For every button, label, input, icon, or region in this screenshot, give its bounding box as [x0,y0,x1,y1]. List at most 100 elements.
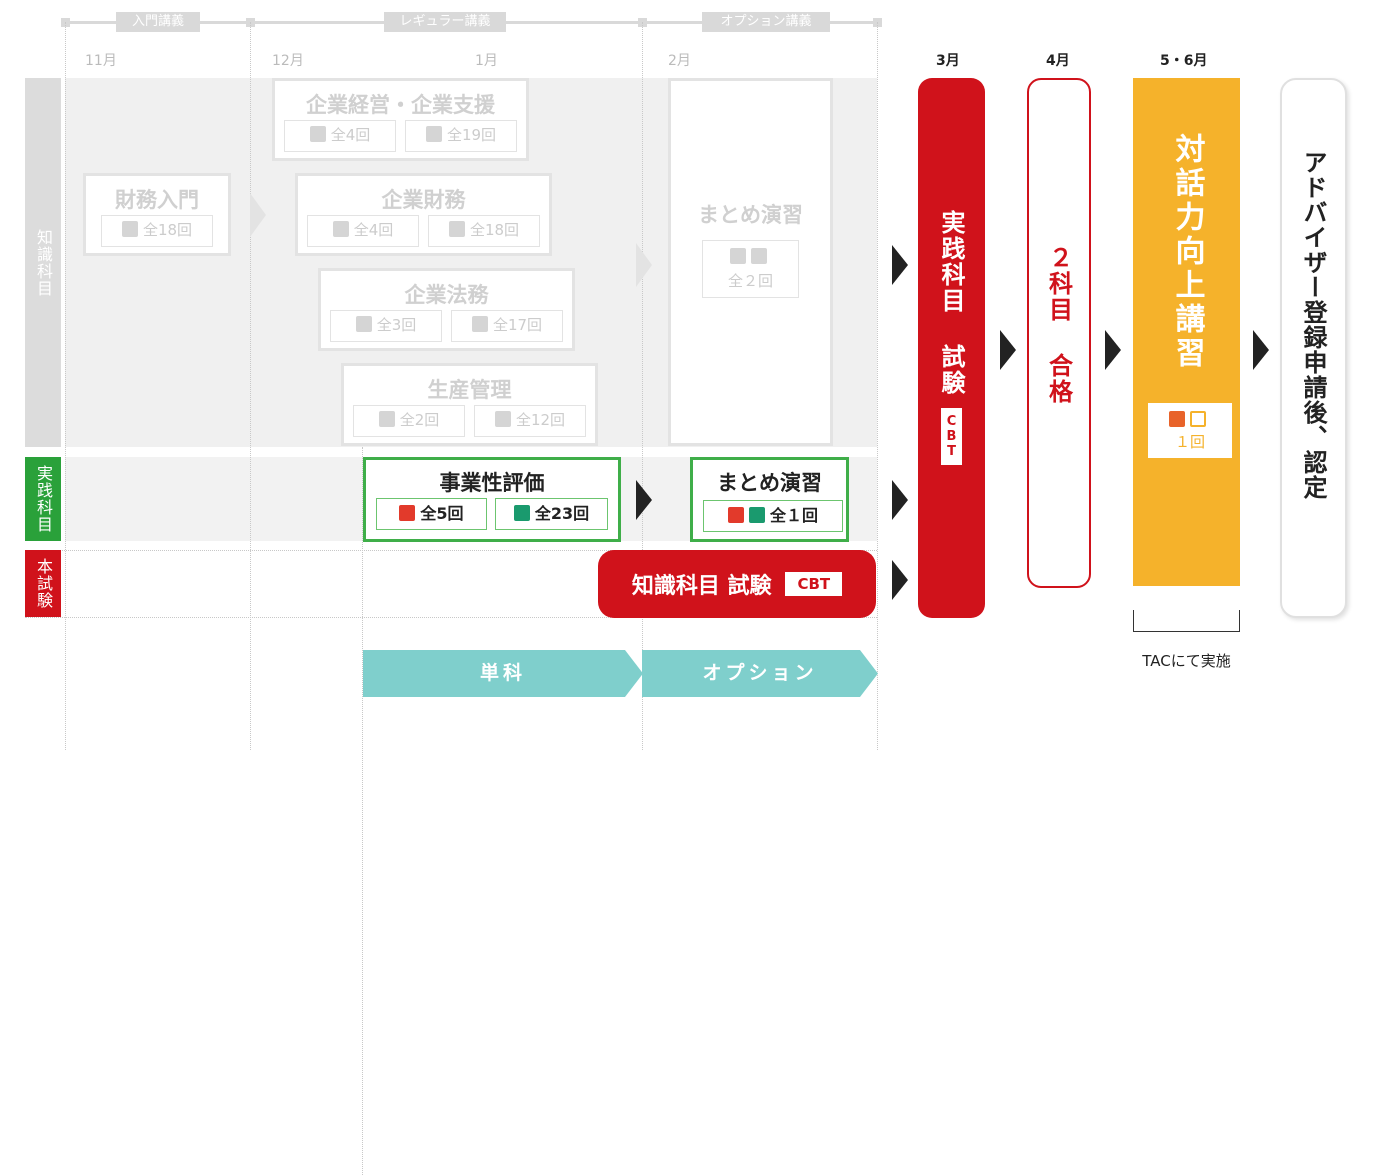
session-text: 全2回 [399,411,440,429]
session-count: 全18回 [101,215,213,247]
workshop-icon [1169,411,1185,427]
exam-title: 知識科目 試験 [631,574,772,599]
session-text: １回 [1174,433,1205,451]
practice-exam: 実践科目 試験 CBT [918,78,985,618]
month-label: 11月 [85,53,117,69]
session-text: 全12回 [515,411,566,429]
session-text: 全3回 [376,316,417,334]
course-title: 企業財務 [381,188,466,212]
row-label-practice: 実践科目 [25,457,61,541]
session-count: 全12回 [474,405,586,437]
phase-option: オプション講義 [702,12,830,32]
arrow-right-icon [250,193,266,237]
arrow-right-icon [892,245,908,285]
session-count: 全２回 [702,240,799,298]
single-subject-arrow: 単科 [363,650,643,697]
grid-line [877,22,878,750]
textbook-icon [448,221,465,237]
session-text: 全4回 [353,221,394,239]
lecture-icon [332,221,349,237]
tac-bracket [1133,610,1240,632]
grid-line [642,22,643,750]
month-label: 5・6月 [1160,53,1208,69]
course-title: 企業法務 [404,283,489,307]
arrow-right-icon [1000,330,1016,370]
option-arrow: オプション [642,650,878,697]
textbook-icon [425,126,442,142]
month-label: 3月 [936,53,960,69]
session-text: 全23回 [534,504,590,523]
textbook-icon [513,505,530,521]
course-title: 対話力向上講習 [1169,133,1205,371]
course-title: 企業経営・企業支援 [306,93,495,117]
session-count: 全3回 [330,310,442,342]
course-jigyosei-hyoka: 事業性評価 [363,457,621,542]
lecture-icon [378,411,395,427]
advisor-text: アドバイザー登録申請後、認定 [1299,150,1327,500]
lecture-icon [309,126,326,142]
course-title: 事業性評価 [439,471,545,495]
session-text: 全１回 [769,506,818,525]
month-label: 4月 [1046,53,1070,69]
session-count: 全4回 [307,215,419,247]
phase-regular: レギュラー講義 [384,12,506,32]
session-text: 全4回 [330,126,371,144]
session-text: 全5回 [420,504,464,523]
lecture-icon [729,248,746,264]
grid-line [250,22,251,750]
month-label: 1月 [475,53,498,69]
session-count: １回 [1148,403,1232,458]
session-count: 全4回 [284,120,396,152]
pass-text: ２科目 合格 [1044,245,1073,405]
textbook-icon [750,248,767,264]
session-text: 全18回 [142,221,193,239]
arrow-right-icon [1105,330,1121,370]
divider [25,617,877,618]
advisor-certification: アドバイザー登録申請後、認定 [1280,78,1347,618]
session-count: 全１回 [703,500,843,532]
textbook-icon [471,316,488,332]
lecture-icon [727,507,744,523]
lecture-icon [399,505,416,521]
month-label: 2月 [668,53,691,69]
course-title: まとめ演習 [698,203,803,227]
course-seisan-kanri: 生産管理 [341,363,598,446]
phase-intro: 入門講義 [116,12,200,32]
arrow-right-icon [892,480,908,520]
course-matome-practice: まとめ演習 [690,457,849,542]
cbt-badge: CBT [785,572,843,596]
session-count: 全17回 [451,310,563,342]
session-text: 全17回 [492,316,543,334]
session-count: 全2回 [353,405,465,437]
cbt-badge: CBT [941,408,962,465]
arrow-right-icon [1253,330,1269,370]
exam-title: 実践科目 試験 [937,210,965,396]
course-title: まとめ演習 [717,471,822,495]
course-kigyo-zaimu: 企業財務 [295,173,552,256]
course-title: 生産管理 [427,378,512,402]
tac-note: TACにて実施 [1142,652,1231,670]
grid-line [65,22,66,750]
session-count: 全5回 [376,498,487,530]
textbook-icon [121,221,138,237]
session-text: 全２回 [727,272,773,290]
grid-line [362,447,363,1175]
practice-icon [1190,411,1206,427]
textbook-icon [494,411,511,427]
row-label-exam: 本試験 [25,550,61,617]
knowledge-exam: 知識科目 試験 CBT [598,550,876,618]
session-count: 全19回 [405,120,517,152]
row-label-knowledge: 知識科目 [25,78,61,447]
arrow-right-icon [636,243,652,287]
divider [25,550,877,551]
pass-box: ２科目 合格 [1027,78,1091,588]
session-text: 全18回 [469,221,520,239]
session-count: 全23回 [495,498,608,530]
month-label: 12月 [272,53,304,69]
textbook-icon [748,507,765,523]
dialogue-course: 対話力向上講習 [1133,78,1240,586]
session-text: 全19回 [446,126,497,144]
course-title: 財務入門 [115,188,199,212]
lecture-icon [355,316,372,332]
arrow-right-icon [892,560,908,600]
